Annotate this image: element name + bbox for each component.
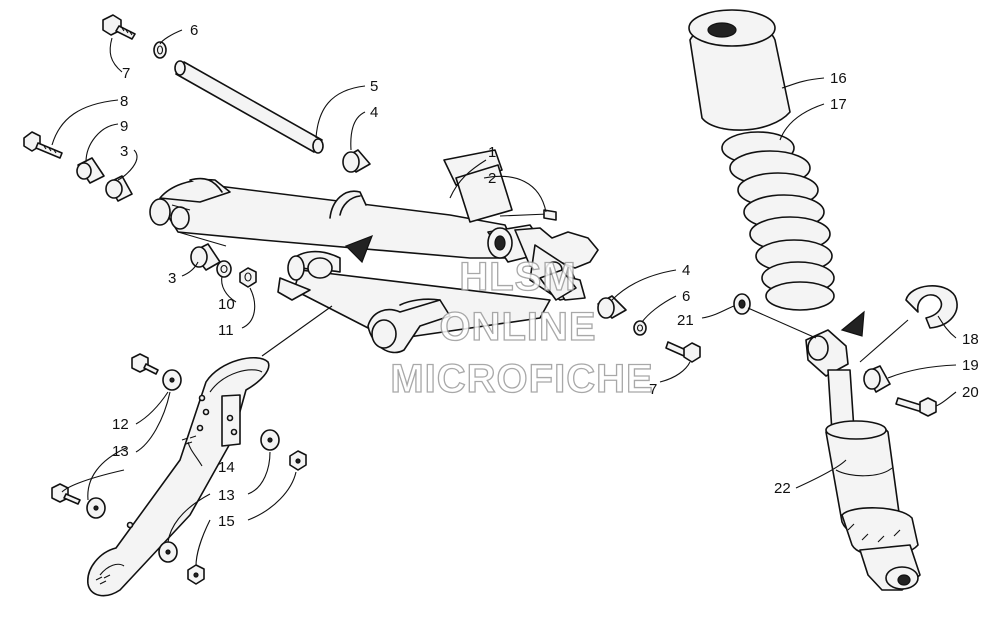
direction-arrow-left — [344, 234, 374, 264]
callout-2: 2 — [488, 170, 496, 187]
callout-16: 16 — [830, 70, 847, 87]
bushing-4-top — [342, 149, 371, 173]
nut-11 — [239, 267, 257, 288]
bolt-12 — [131, 353, 159, 375]
callout-10: 10 — [218, 296, 235, 313]
callout-13-lower: 13 — [218, 487, 235, 504]
callout-15: 15 — [218, 513, 235, 530]
washer-10 — [216, 260, 232, 278]
watermark-line-1: HLSM — [459, 255, 576, 299]
callout-6-right: 6 — [682, 288, 690, 305]
callout-17: 17 — [830, 96, 847, 113]
bolt-20 — [895, 397, 937, 417]
leader-lines — [51, 29, 957, 567]
nut-15a — [289, 450, 307, 471]
bushing-21 — [733, 293, 751, 315]
callout-7-right: 7 — [649, 381, 657, 398]
callout-22: 22 — [774, 480, 791, 497]
callout-3-top: 3 — [120, 143, 128, 160]
callout-6-top: 6 — [190, 22, 198, 39]
bushing-3b — [190, 243, 221, 271]
callout-14: 14 — [218, 459, 235, 476]
washer-13b — [260, 429, 280, 451]
washer-13a — [162, 369, 182, 391]
swing-arm-frame — [149, 149, 599, 354]
bushing-4-right — [597, 295, 627, 319]
coil-spring — [721, 131, 835, 311]
callout-4-right: 4 — [682, 262, 690, 279]
bump-boot — [688, 9, 791, 131]
washer-6-right — [633, 320, 647, 336]
shock-eye-top — [805, 329, 849, 377]
callout-20: 20 — [962, 384, 979, 401]
spring-retainer — [905, 285, 958, 329]
grease-fitting — [499, 209, 557, 221]
callout-8: 8 — [120, 93, 128, 110]
callout-13-upper: 13 — [112, 443, 129, 460]
callout-18: 18 — [962, 331, 979, 348]
bushing-3a — [105, 175, 133, 202]
watermark-line-3: MICROFICHE — [390, 357, 653, 401]
bolt-lower-strap — [51, 483, 81, 505]
washer-13c — [86, 497, 106, 519]
bolt-top-left — [102, 14, 136, 40]
callout-19: 19 — [962, 357, 979, 374]
pivot-tube — [174, 60, 324, 154]
callout-21: 21 — [677, 312, 694, 329]
callout-7-top: 7 — [122, 65, 130, 82]
callout-4-top: 4 — [370, 104, 378, 121]
callout-1: 1 — [488, 144, 496, 161]
bushing-19 — [863, 365, 891, 393]
callout-9: 9 — [120, 118, 128, 135]
watermark-line-2: ONLINE — [439, 305, 596, 349]
callout-5: 5 — [370, 78, 378, 95]
watermark: HLSM ONLINE MICROFICHE — [390, 254, 654, 401]
callout-3-bottom: 3 — [168, 270, 176, 287]
bushing-9 — [76, 157, 105, 184]
callout-12: 12 — [112, 416, 129, 433]
nut-15b — [187, 564, 205, 585]
washer-13d — [158, 541, 178, 563]
bolt-8 — [23, 131, 63, 159]
direction-arrow-right — [840, 310, 865, 337]
washer-top — [153, 41, 167, 59]
limiter-strap — [87, 357, 270, 597]
callout-11: 11 — [218, 322, 234, 339]
bolt-7-right — [665, 341, 701, 363]
shock-absorber — [825, 369, 921, 591]
